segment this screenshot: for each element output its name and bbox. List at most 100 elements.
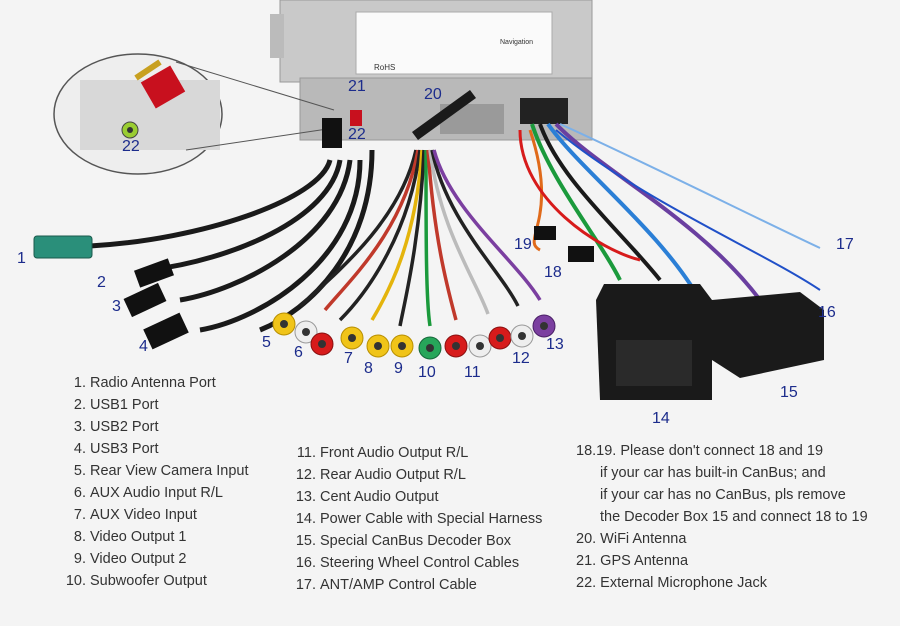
legend-text: Rear View Camera Input bbox=[90, 463, 249, 479]
rca-plug-10-green bbox=[418, 336, 442, 360]
connectors-18-19 bbox=[534, 226, 594, 262]
rca-plug-5-yellow bbox=[272, 312, 296, 336]
callout-20: 20 bbox=[424, 86, 442, 103]
power-harness-connector bbox=[596, 284, 712, 400]
legend-text: Cent Audio Output bbox=[320, 489, 439, 505]
legend-number: 10. bbox=[65, 573, 86, 589]
legend-item: 22.External Microphone Jack bbox=[576, 572, 868, 594]
legend-item: 4.USB3 Port bbox=[0, 438, 249, 460]
legend-text: Radio Antenna Port bbox=[90, 375, 216, 391]
legend-text: External Microphone Jack bbox=[600, 575, 767, 591]
callout-15: 15 bbox=[780, 384, 798, 401]
callout-18: 18 bbox=[544, 264, 562, 281]
rca-plug-6-red bbox=[310, 332, 334, 356]
legend-text: Rear Audio Output R/L bbox=[320, 467, 466, 483]
legend-number: 15. bbox=[295, 533, 316, 549]
legend-number: 9. bbox=[73, 551, 86, 567]
legend-text: GPS Antenna bbox=[600, 553, 689, 569]
legend-text: Front Audio Output R/L bbox=[320, 445, 469, 461]
legend-number: 13. bbox=[295, 489, 316, 505]
callout-19: 19 bbox=[514, 236, 532, 253]
legend-item: 2.USB1 Port bbox=[0, 394, 249, 416]
callout-6: 6 bbox=[294, 344, 303, 361]
legend-text: Special CanBus Decoder Box bbox=[320, 533, 512, 549]
callout-10: 10 bbox=[418, 364, 436, 381]
legend-text: AUX Audio Input R/L bbox=[90, 485, 223, 501]
callout-22-inset: 22 bbox=[122, 138, 140, 155]
legend-number: 6. bbox=[73, 485, 86, 501]
legend-text: Subwoofer Output bbox=[90, 573, 207, 589]
legend-item: 12.Rear Audio Output R/L bbox=[0, 464, 542, 486]
legend-number: 16. bbox=[295, 555, 316, 571]
callout-7: 7 bbox=[344, 350, 353, 367]
legend-number: 3. bbox=[73, 419, 86, 435]
canbus-decoder-box bbox=[712, 292, 824, 378]
legend-number: 11. bbox=[296, 445, 316, 461]
legend-number: 17. bbox=[295, 577, 316, 593]
callout-17: 17 bbox=[836, 236, 854, 253]
legend-number: 18.19. bbox=[576, 443, 617, 459]
legend-text: USB1 Port bbox=[90, 397, 159, 413]
legend-number: 1. bbox=[73, 375, 86, 391]
legend-item: 11.Front Audio Output R/L bbox=[0, 442, 542, 464]
legend-item: 7.AUX Video Input bbox=[0, 504, 249, 526]
legend-number: 14. bbox=[295, 511, 316, 527]
legend-text: Please don't connect 18 and 19 bbox=[620, 443, 824, 459]
rca-plug-11-white bbox=[468, 334, 492, 358]
callout-8: 8 bbox=[364, 360, 373, 377]
legend-number: 12. bbox=[295, 467, 316, 483]
antennas bbox=[322, 90, 476, 148]
legend-number: 22. bbox=[576, 575, 597, 591]
rca-plug-11-red bbox=[444, 334, 468, 358]
legend-item: the Decoder Box 15 and connect 18 to 19 bbox=[576, 506, 868, 528]
legend-item: 5.Rear View Camera Input bbox=[0, 460, 249, 482]
navigation-label: Navigation bbox=[500, 39, 533, 46]
callout-12: 12 bbox=[512, 350, 530, 367]
rca-cables bbox=[298, 149, 542, 327]
callout-1: 1 bbox=[17, 250, 26, 267]
legend-text: the Decoder Box 15 and connect 18 to 19 bbox=[600, 509, 868, 525]
callout-16: 16 bbox=[818, 304, 836, 321]
rca-plug-8-yellow bbox=[366, 334, 390, 358]
legend-item: if your car has built-in CanBus; and bbox=[576, 462, 868, 484]
callout-5: 5 bbox=[262, 334, 271, 351]
callout-14: 14 bbox=[652, 410, 670, 427]
legend-item: 16.Steering Wheel Control Cables bbox=[0, 552, 542, 574]
legend-item: 1.Radio Antenna Port bbox=[0, 372, 249, 394]
legend-item: 18.19.Please don't connect 18 and 19 bbox=[576, 440, 868, 462]
legend-text: WiFi Antenna bbox=[600, 531, 687, 547]
rohs-mark: RoHS bbox=[374, 63, 395, 72]
rca-plugs bbox=[272, 312, 556, 360]
legend-item: 8.Video Output 1 bbox=[0, 526, 249, 548]
legend-item: 15.Special CanBus Decoder Box bbox=[0, 530, 542, 552]
legend-item: 10.Subwoofer Output bbox=[0, 570, 249, 592]
callout-22: 22 bbox=[348, 126, 366, 143]
callout-2: 2 bbox=[97, 274, 106, 291]
legend-number: 20. bbox=[576, 531, 597, 547]
rca-plug-9-yellow bbox=[390, 334, 414, 358]
legend-text: if your car has no CanBus, pls remove bbox=[600, 487, 846, 503]
legend-item: if your car has no CanBus, pls remove bbox=[576, 484, 868, 506]
legend-item: 9.Video Output 2 bbox=[0, 548, 249, 570]
legend-item: 20.WiFi Antenna bbox=[576, 528, 868, 550]
harness-wires bbox=[518, 122, 821, 302]
rca-plug-13-purple bbox=[532, 314, 556, 338]
legend-text: USB2 Port bbox=[90, 419, 159, 435]
callout-4: 4 bbox=[139, 338, 148, 355]
legend-text: AUX Video Input bbox=[90, 507, 197, 523]
legend-text: Video Output 2 bbox=[90, 551, 187, 567]
rca-plug-12-red bbox=[488, 326, 512, 350]
rca-plug-7-yellow bbox=[340, 326, 364, 350]
callout-9: 9 bbox=[394, 360, 403, 377]
legend-number: 2. bbox=[73, 397, 86, 413]
rca-plug-12-white bbox=[510, 324, 534, 348]
legend-number: 7. bbox=[73, 507, 86, 523]
legend-item: 17.ANT/AMP Control Cable bbox=[0, 574, 542, 596]
usb-connectors bbox=[123, 258, 189, 350]
legend-text: Steering Wheel Control Cables bbox=[320, 555, 520, 571]
rca-plug-6-white bbox=[294, 320, 318, 344]
legend-number: 21. bbox=[576, 553, 597, 569]
legend-item: 21.GPS Antenna bbox=[576, 550, 868, 572]
